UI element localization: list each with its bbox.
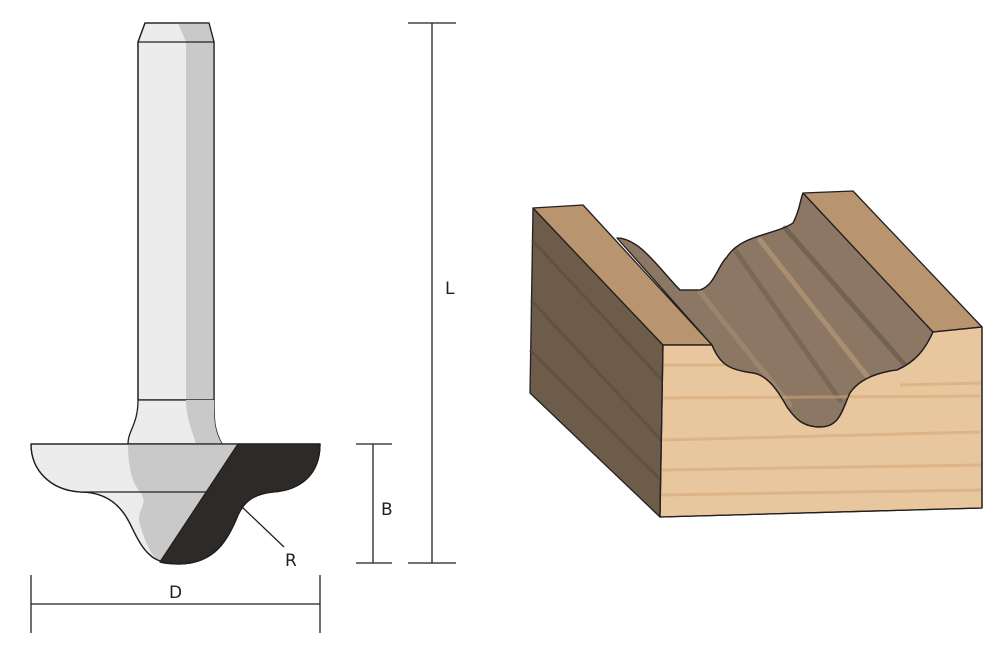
label-d: D (169, 583, 182, 603)
label-b: B (381, 500, 393, 520)
r-leader-line (240, 505, 285, 548)
wood-workpiece (528, 190, 983, 518)
shank-shade (178, 23, 214, 400)
router-bit (30, 22, 321, 565)
label-r: R (285, 551, 297, 571)
label-l: L (445, 279, 455, 299)
dimension-lines (30, 22, 456, 633)
